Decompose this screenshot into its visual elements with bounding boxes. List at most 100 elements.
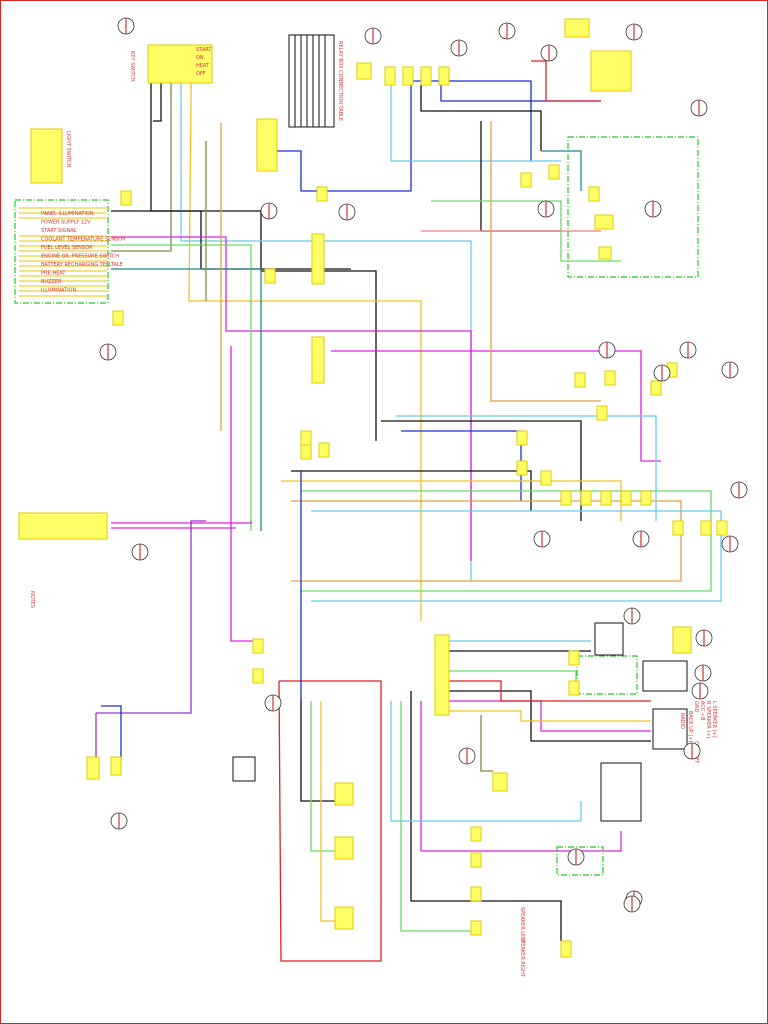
connector: [470, 886, 482, 902]
blue-wire: [277, 80, 532, 192]
cyan-wire: [390, 81, 561, 162]
radio-pin-acc: ACC +B: [699, 701, 705, 721]
connector: [560, 490, 572, 506]
light-switch: [30, 128, 63, 184]
wires: [95, 60, 722, 962]
yellow-wire: [188, 83, 422, 621]
olive-wire: [480, 715, 493, 772]
magenta-wire: [230, 346, 261, 642]
connector: [516, 460, 528, 476]
connector: [516, 430, 528, 446]
notes-label: NOTES: [29, 591, 35, 608]
connector: [620, 490, 632, 506]
connector: [540, 470, 552, 486]
connector-x3: [434, 634, 450, 716]
panel-connector-lower: [18, 512, 108, 540]
yellow-wire: [281, 480, 622, 521]
instrument-panel-box: [14, 199, 109, 304]
purple-wire: [96, 520, 206, 714]
connector: [470, 852, 482, 868]
connector-left-2: [110, 756, 122, 776]
connector-left: [86, 756, 100, 780]
connection-table: RELAY BOX CONNECTION TABLE: [288, 34, 343, 128]
connector: [470, 920, 482, 936]
relay-1: [384, 66, 396, 86]
blue-wire: [440, 85, 601, 102]
red-wire: [531, 60, 601, 102]
cyan-wire: [390, 701, 582, 822]
connector-bottom: [560, 940, 572, 958]
panel-pin-label: BUZZER: [41, 279, 62, 285]
light-switch-label: LIGHT SWITCH: [65, 131, 71, 167]
work-lamp-3: [334, 906, 354, 930]
engine-group-box: [567, 136, 699, 278]
connector: [548, 164, 560, 180]
panel-pin-label: ENGINE OIL PRESSURE SWITCH: [41, 254, 119, 260]
magenta-wire: [449, 700, 651, 732]
sensor-block: [594, 214, 614, 230]
black-wire: [420, 85, 542, 151]
connector: [580, 490, 592, 506]
black-wire: [300, 701, 335, 802]
switch-table: [600, 762, 642, 822]
red-wire: [278, 680, 382, 962]
magenta-wire: [111, 521, 252, 524]
connector: [252, 668, 264, 684]
teal-wire: [541, 150, 582, 191]
connector: [640, 490, 652, 506]
connector: [596, 405, 608, 421]
relay-2: [402, 66, 414, 86]
panel-pin-label: BATTERY RECHARGING TELLTALE: [41, 262, 123, 268]
connection-table-label: RELAY BOX CONNECTION TABLE: [337, 41, 343, 121]
red-wire: [449, 680, 651, 702]
key-pos-off: OFF: [196, 71, 206, 77]
panel-pin-label: COOLANT TEMPERATURE SENSOR: [41, 237, 126, 243]
key-pos-heat: HEAT: [196, 63, 210, 69]
relay-4: [438, 66, 450, 86]
callouts: [99, 17, 748, 913]
black-wire: [410, 691, 562, 941]
connector: [716, 520, 728, 536]
connector-x2: [311, 336, 325, 384]
panel-pin-label: ILLUMINATION: [41, 288, 76, 294]
green-wire: [400, 701, 471, 932]
sensor: [598, 246, 612, 260]
green-wire: [449, 670, 577, 681]
connector: [574, 372, 586, 388]
green-wire: [301, 490, 712, 592]
radio-unit: [652, 708, 688, 750]
connector: [316, 186, 328, 202]
connector: [300, 444, 312, 460]
connector: [600, 490, 612, 506]
panel-pin-label: FUEL LEVEL SENSOR: [41, 245, 93, 251]
black-wire: [291, 470, 532, 511]
connector-mid: [318, 442, 330, 458]
connector-x1: [311, 233, 325, 285]
relay-3: [420, 66, 432, 86]
black-wire: [153, 83, 162, 122]
horn-relay: [232, 756, 256, 782]
connector: [120, 190, 132, 206]
relay-switch: [594, 622, 624, 656]
connector: [700, 520, 712, 536]
radio-label: RADIO: [679, 713, 685, 729]
connector: [650, 380, 662, 396]
yellow-wire: [449, 710, 651, 722]
cyan-wire: [180, 83, 472, 581]
connector: [112, 310, 124, 326]
magenta-wire: [420, 701, 622, 852]
connector: [300, 430, 312, 446]
black-wire: [111, 210, 351, 270]
blue-wire: [101, 705, 122, 761]
connector: [520, 172, 532, 188]
connector: [604, 370, 616, 386]
key-switch-label: KEY SWITCH: [129, 51, 135, 82]
connector: [568, 680, 580, 696]
connector: [264, 268, 276, 284]
yellow-wire: [320, 701, 335, 922]
magenta-wire: [111, 236, 472, 561]
connector: [470, 826, 482, 842]
lamp-group-box: [556, 846, 604, 876]
fuse: [356, 62, 372, 80]
speaker-left-label: SPEAKER LEFT: [519, 907, 525, 944]
